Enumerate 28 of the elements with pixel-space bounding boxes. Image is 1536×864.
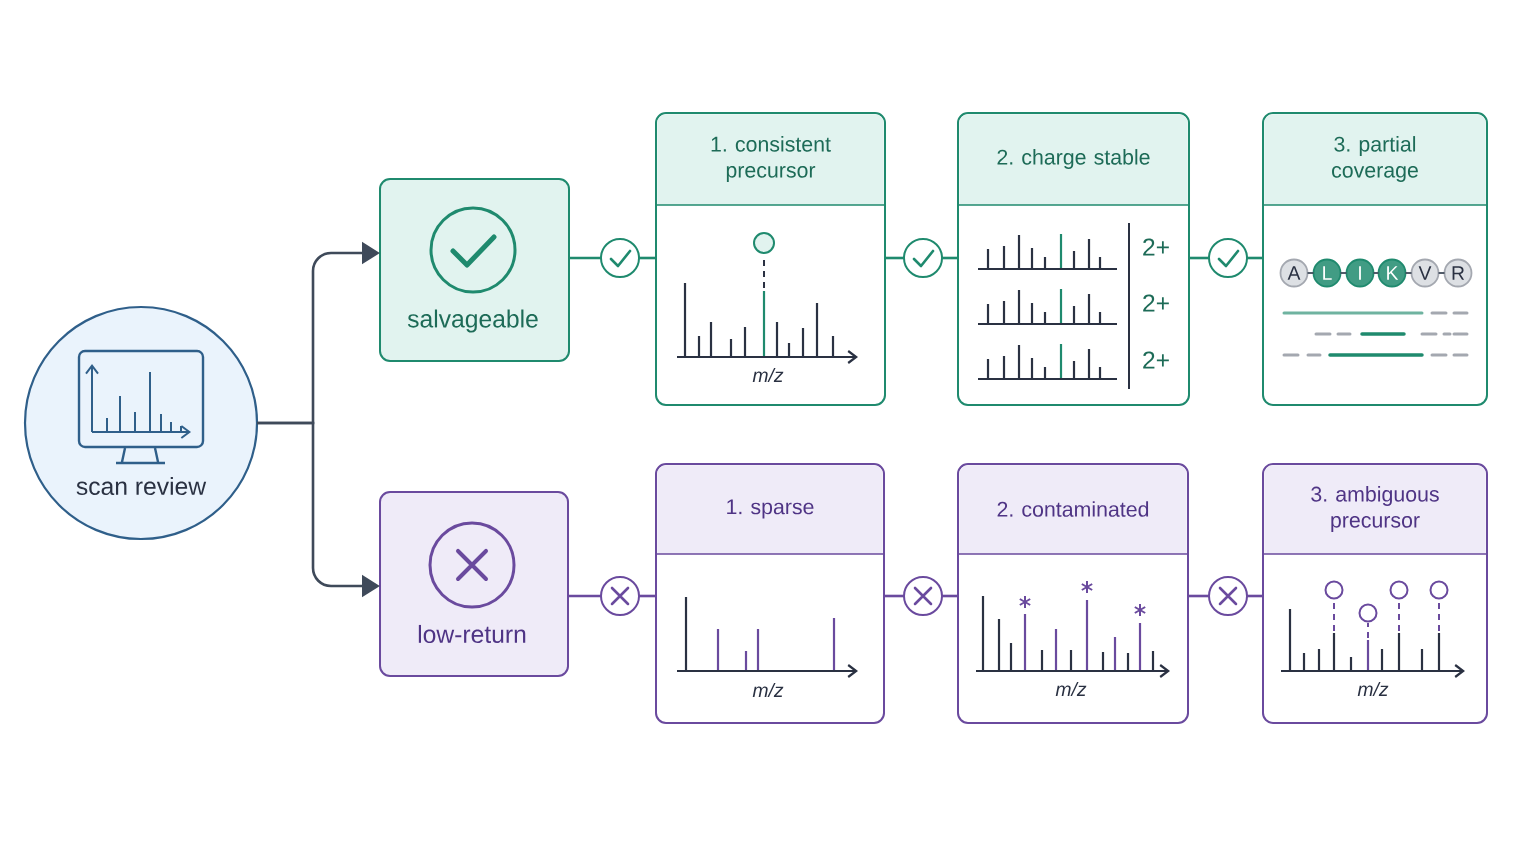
connector-line [1247, 594, 1263, 598]
connector-line [569, 256, 601, 260]
connector-line [639, 256, 656, 260]
connector-line [1372, 272, 1380, 274]
check-circle [903, 238, 943, 278]
connector-line [1437, 272, 1446, 274]
cross-circle [600, 576, 640, 616]
connector-line [1339, 272, 1348, 274]
cross-circle [903, 576, 943, 616]
step-card: 3. ambiguous precursor m/z [1262, 463, 1488, 724]
step-card: 2. charge stable 2+ 2+ 2+ [957, 112, 1190, 406]
cross-circle [1208, 576, 1248, 616]
connector-line [639, 594, 656, 598]
connector-line [1247, 256, 1263, 260]
check-circle [1208, 238, 1248, 278]
connector-line [1188, 594, 1209, 598]
connector-line [885, 256, 904, 260]
step-card: 1. consistent precursor m/z [655, 112, 886, 406]
connector-line [884, 594, 904, 598]
connector-line [1404, 272, 1413, 274]
step-card: 2. contaminated m/z [957, 463, 1189, 724]
connector-line [1189, 256, 1209, 260]
connector-line [942, 256, 958, 260]
connector-line [942, 594, 958, 598]
connector-line [1306, 272, 1315, 274]
step-card: 1. sparse m/z [655, 463, 885, 724]
check-circle [600, 238, 640, 278]
connector-line [568, 594, 601, 598]
